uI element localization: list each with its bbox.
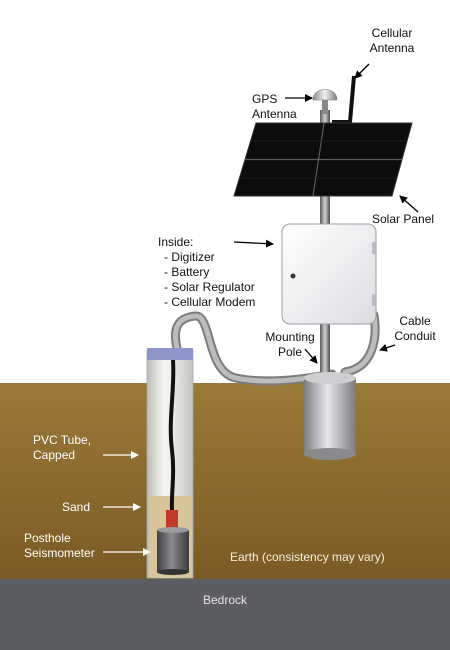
gps-antenna-label: GPS Antenna	[252, 92, 297, 122]
seismometer-label-line-1: Posthole	[24, 531, 71, 545]
sensor-cable	[168, 359, 176, 511]
bedrock-label: Bedrock	[203, 593, 248, 607]
cable-conduit	[170, 310, 380, 386]
mounting-pole-label-line-2: Pole	[277, 345, 303, 359]
pole-base-cylinder	[304, 372, 356, 460]
gps-antenna-label-line-1: GPS	[252, 92, 278, 106]
cellular-antenna-label: Cellular Antenna	[362, 26, 422, 56]
inside-title: Inside:	[158, 235, 194, 249]
arrow-cellular-antenna	[354, 63, 370, 79]
posthole-seismometer-label: Posthole Seismometer	[24, 531, 95, 561]
gps-antenna-dome	[312, 89, 338, 114]
pvc-tube-label: PVC Tube, Capped	[33, 433, 91, 463]
cable-conduit-label-line-2: Conduit	[394, 329, 436, 343]
cellular-antenna-label-line-2: Antenna	[369, 41, 415, 55]
pvc-tube-label-line-2: Capped	[33, 448, 76, 462]
arrow-mounting-pole	[304, 348, 318, 364]
arrow-solar-panel	[399, 195, 419, 213]
cable-conduit-label: Cable Conduit	[390, 314, 440, 344]
cellular-antenna-label-line-1: Cellular	[371, 26, 413, 40]
electronics-enclosure	[281, 223, 377, 325]
arrow-inside	[233, 239, 274, 248]
solar-panel	[233, 122, 413, 197]
bedrock-layer	[0, 579, 450, 650]
solar-panel-label: Solar Panel	[372, 212, 435, 226]
inside-item-solar-regulator: - Solar Regulator	[164, 280, 255, 294]
gps-antenna-label-line-2: Antenna	[252, 107, 297, 121]
inside-label: Inside: - Digitizer - Battery - Solar Re…	[158, 235, 255, 310]
tube-cap	[147, 348, 193, 360]
mounting-pole-label: Mounting Pole	[257, 330, 323, 360]
inside-item-digitizer: - Digitizer	[164, 250, 215, 264]
arrow-cable-conduit	[379, 343, 396, 352]
cellular-antenna	[332, 75, 356, 124]
posthole-seismometer	[157, 510, 189, 575]
earth-label: Earth (consistency may vary)	[230, 550, 385, 564]
mounting-pole-label-line-1: Mounting	[265, 330, 315, 344]
earth-layer	[0, 383, 450, 579]
inside-item-battery: - Battery	[164, 265, 210, 279]
cable-conduit-label-line-1: Cable	[399, 314, 431, 328]
inside-item-cellular-modem: - Cellular Modem	[164, 295, 256, 309]
seismometer-label-line-2: Seismometer	[24, 546, 95, 560]
sand-label: Sand	[62, 500, 91, 514]
pvc-tube-label-line-1: PVC Tube,	[33, 433, 92, 447]
